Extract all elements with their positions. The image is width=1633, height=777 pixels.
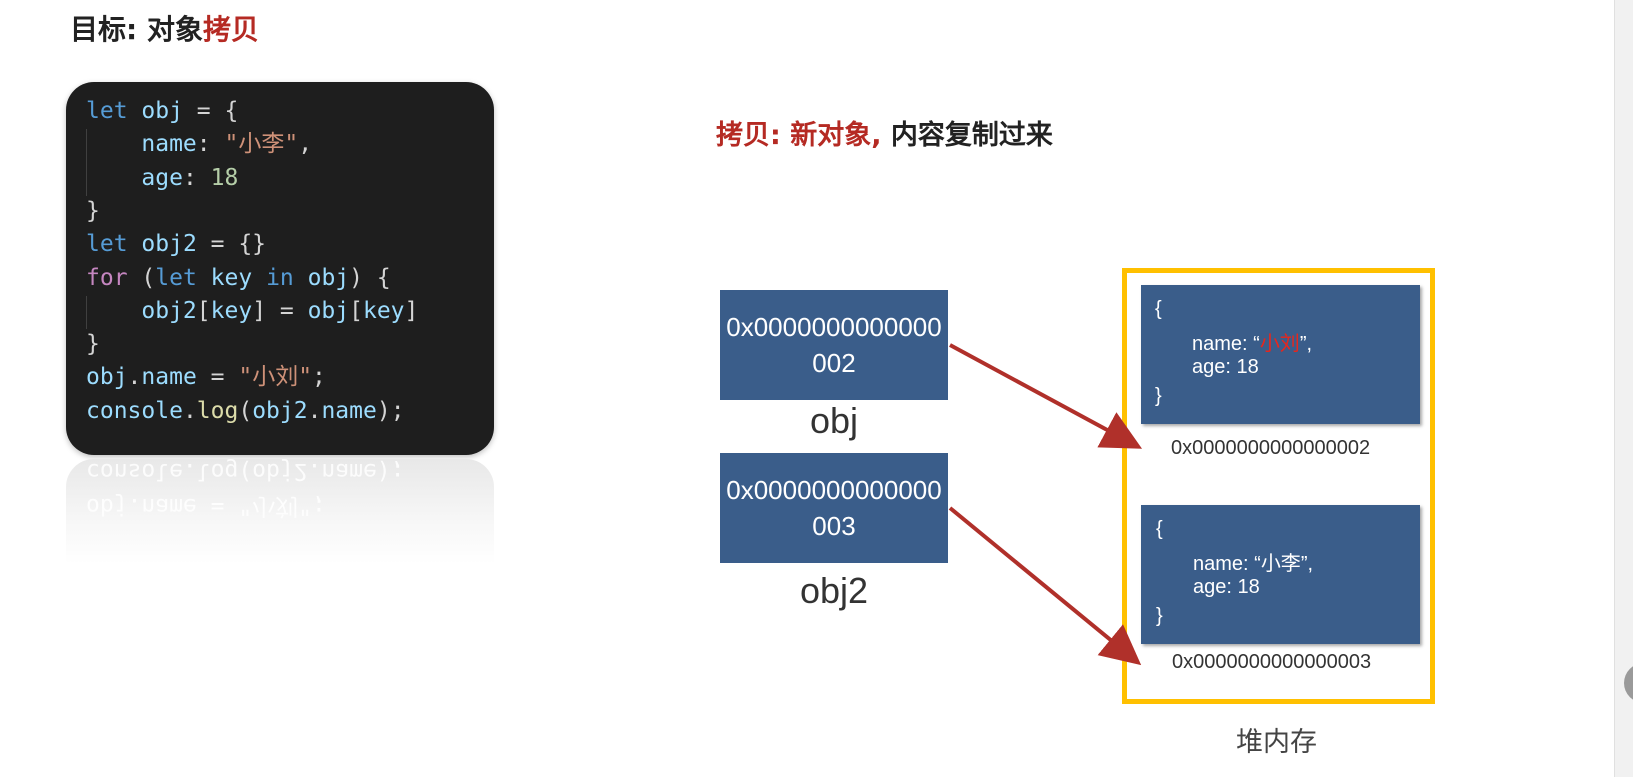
indent-guide <box>86 129 87 196</box>
heap-object-2-name: name: “小李”, <box>1193 553 1314 575</box>
code-line: } <box>86 197 100 224</box>
heap-object-2-address: 0x0000000000000003 <box>1172 651 1372 673</box>
heap-object-2-name-value: 小李 <box>1260 553 1301 575</box>
code-line: for (let key in obj) { <box>86 264 391 291</box>
heap-object-2-age: age: 18 <box>1193 576 1260 598</box>
arrow-obj-to-heap-object-1 <box>949 343 1143 449</box>
stack-label-obj2: obj2 <box>799 570 869 611</box>
heap-object-1-name-value: 小刘 <box>1259 333 1300 355</box>
heap-label: 堆内存 <box>1236 727 1317 758</box>
code-line: let obj2 = {} <box>86 231 267 258</box>
heap-object-1-open: { <box>1155 298 1162 320</box>
heap-object-1-close: } <box>1155 385 1162 407</box>
heap-memory-region <box>1122 268 1435 704</box>
code-line: } <box>86 331 100 358</box>
vertical-scrollbar[interactable] <box>1614 0 1633 777</box>
stack-address-box-obj: 0x0000000000000002 <box>720 290 948 400</box>
title-accent: 拷贝 <box>202 13 259 46</box>
code-line: obj.name = "小刘"; <box>86 364 326 391</box>
heap-object-2: { name: “小李”, age: 18 } <box>1141 505 1420 644</box>
arrow-obj2-to-heap-object-2 <box>948 506 1142 666</box>
stack-label-obj: obj <box>809 400 859 441</box>
code-reflection: obj.name = "小刘"; console.log(obj2.name); <box>66 459 494 564</box>
code-line: name: "小李", <box>141 131 313 158</box>
diagram-subtitle: 拷贝: 新对象, 内容复制过来 <box>716 113 1053 152</box>
heap-object-2-open: { <box>1156 518 1163 540</box>
code-block: let obj = { name: "小李", age: 18} let obj2… <box>66 82 494 455</box>
indent-guide <box>86 295 87 330</box>
code-line: let obj = { <box>86 98 239 124</box>
heap-object-1-address: 0x0000000000000002 <box>1171 437 1371 459</box>
heap-object-1-name: name: “小刘”, <box>1192 333 1313 355</box>
code-line: obj2[key] = obj[key] <box>141 297 419 324</box>
page-title: 目标: 对象拷贝 <box>70 8 259 48</box>
code-line: age: 18 <box>141 164 239 191</box>
heap-object-2-close: } <box>1156 605 1163 627</box>
heap-object-1: { name: “小刘”, age: 18 } <box>1141 285 1420 424</box>
stack-address-box-obj2: 0x0000000000000003 <box>720 453 948 563</box>
title-prefix: 目标: 对象 <box>70 13 203 46</box>
code-line: console.log(obj2.name); <box>86 397 405 424</box>
subtitle-rest: 内容复制过来 <box>881 120 1053 151</box>
scroll-button[interactable] <box>1624 663 1633 703</box>
subtitle-accent: 拷贝: 新对象, <box>716 120 882 151</box>
heap-object-1-age: age: 18 <box>1192 356 1259 378</box>
